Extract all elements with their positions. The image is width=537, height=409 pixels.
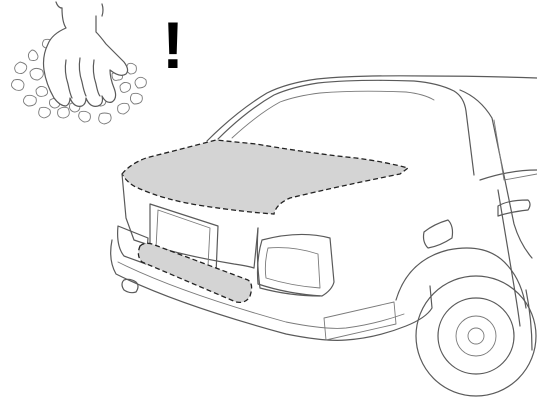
bumper-lower-line <box>118 262 404 328</box>
car-rear-icon <box>111 76 537 396</box>
trunk-side-edge <box>257 228 320 296</box>
right-tail-light-lens <box>265 248 320 288</box>
body-sill <box>526 290 532 350</box>
door-handle <box>498 200 530 216</box>
fuel-flap <box>424 220 453 248</box>
rear-wheel-cap <box>468 328 484 344</box>
hand-outline <box>44 2 128 106</box>
door-line <box>498 190 520 326</box>
trunk-lid-highlight <box>122 140 408 214</box>
roof-line <box>207 76 537 141</box>
rear-wheel-tire <box>416 276 536 396</box>
c-pillar <box>460 90 532 258</box>
hand-polishing-cloth-icon <box>11 2 146 124</box>
side-upper-line <box>480 170 537 180</box>
rear-window-inner <box>232 91 434 138</box>
right-tail-light <box>258 234 335 296</box>
rear-wheel-rim <box>438 298 514 374</box>
rear-wheel-hub <box>456 316 496 356</box>
bumper-strip <box>324 302 396 340</box>
